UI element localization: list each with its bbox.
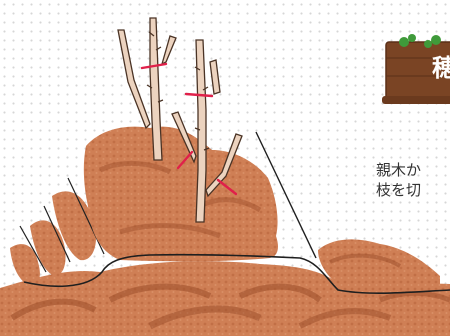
- caption-line-1: 親木か: [376, 161, 422, 179]
- left-slope-soil: [10, 177, 105, 286]
- leaf-icon: [399, 37, 409, 47]
- caption-text: 親木か 枝を切: [376, 160, 450, 200]
- cut-marks: [140, 62, 238, 196]
- ground-soil: [0, 261, 450, 336]
- planting-mound: [83, 126, 278, 262]
- wooden-sign: [382, 34, 450, 104]
- sign-label: 穂: [432, 54, 450, 82]
- ground-outline: [23, 131, 450, 294]
- right-bank-soil: [318, 239, 440, 292]
- seedling-stems: [117, 17, 243, 223]
- caption-line-2: 枝を切: [376, 181, 422, 199]
